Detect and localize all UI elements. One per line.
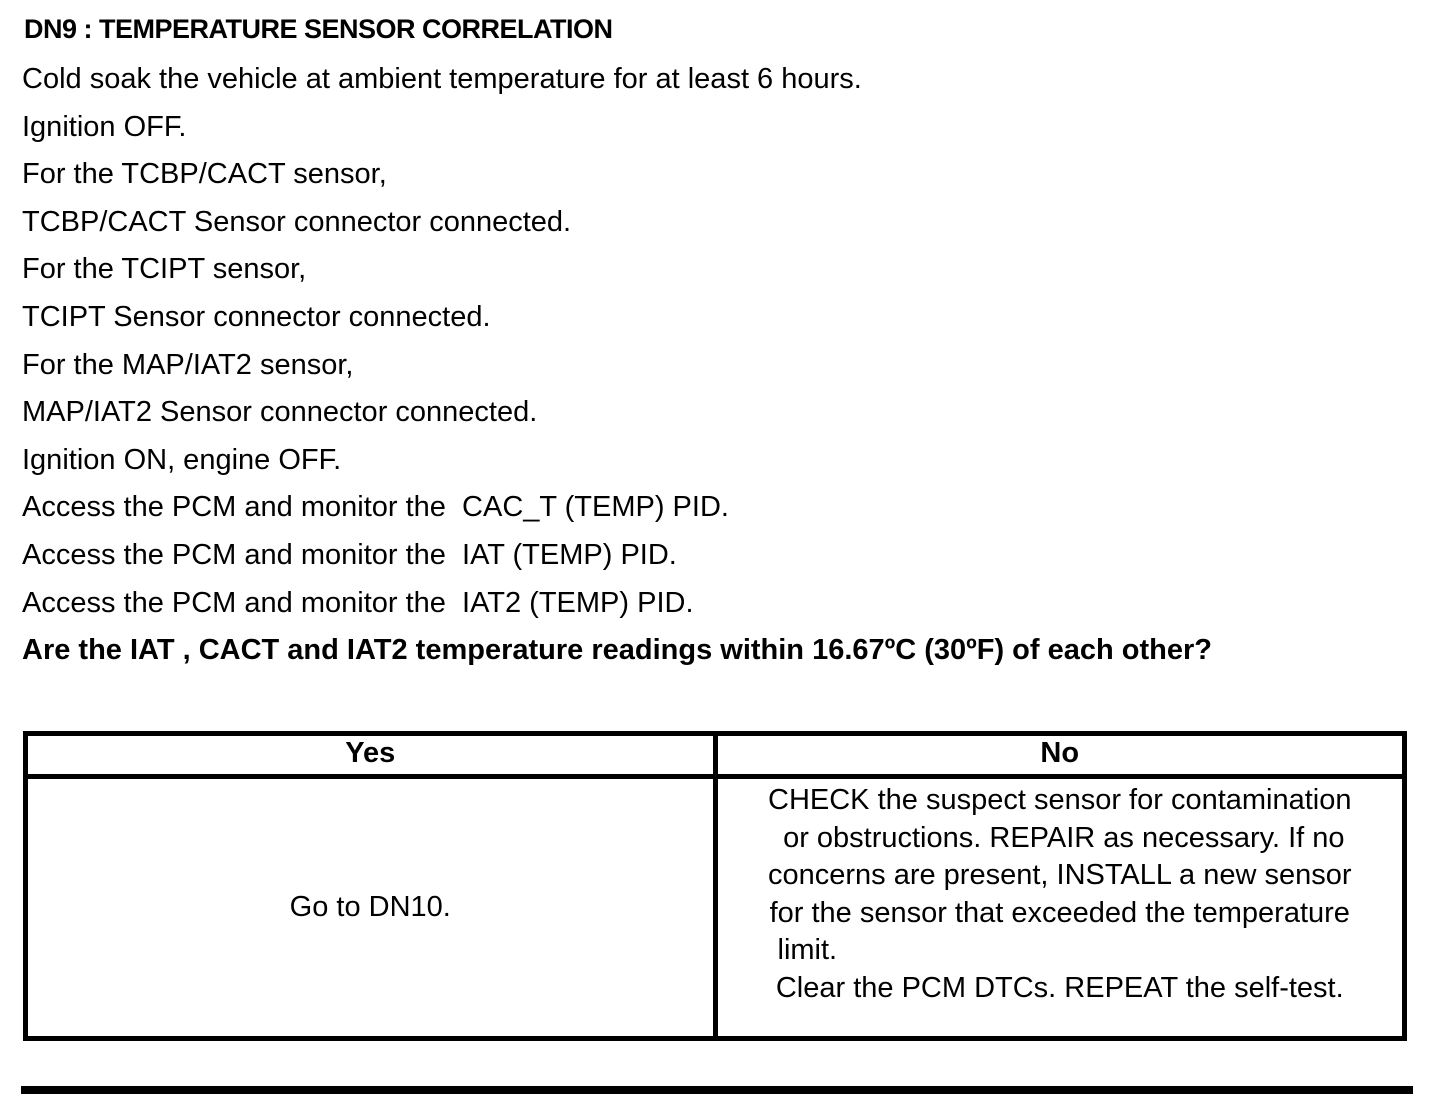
decision-table-body-row: Go to DN10. CHECK the suspect sensor for… [23, 774, 1407, 1041]
instruction-line: TCBP/CACT Sensor connector connected. [22, 205, 572, 238]
yes-action-cell: Go to DN10. [23, 774, 718, 1041]
instruction-line: Ignition OFF. [22, 110, 187, 143]
no-action-cell: CHECK the suspect sensor for contaminati… [712, 774, 1407, 1041]
instruction-line: Ignition ON, engine OFF. [22, 443, 342, 476]
instruction-line: For the TCIPT sensor, [22, 253, 307, 286]
no-column-header: No [712, 731, 1407, 779]
instruction-list: Cold soak the vehicle at ambient tempera… [22, 56, 1434, 675]
instruction-line: TCIPT Sensor connector connected. [22, 300, 491, 333]
instruction-line: Cold soak the vehicle at ambient tempera… [22, 63, 862, 95]
instruction-line: Access the PCM and monitor the IAT2 (TEM… [22, 586, 694, 619]
no-action-line: or obstructions. REPAIR as necessary. If… [775, 821, 1345, 854]
no-action-line: CHECK the suspect sensor for contaminati… [768, 784, 1352, 816]
page-title: DN9 : TEMPERATURE SENSOR CORRELATION [24, 14, 613, 44]
instruction-line: MAP/IAT2 Sensor connector connected. [22, 396, 538, 429]
instruction-line: For the TCBP/CACT sensor, [22, 158, 387, 191]
instruction-line: Access the PCM and monitor the CAC_T (TE… [22, 491, 729, 524]
no-action-line: limit. [777, 934, 838, 966]
no-action-line: concerns are present, INSTALL a new sens… [767, 859, 1352, 891]
instruction-line: For the MAP/IAT2 sensor, [22, 348, 354, 381]
no-action-line: Clear the PCM DTCs. REPEAT the self-test… [775, 971, 1344, 1004]
no-action-line: for the sensor that exceeded the tempera… [769, 896, 1350, 929]
instruction-line: Access the PCM and monitor the IAT (TEMP… [22, 538, 677, 571]
yes-column-header: Yes [23, 731, 718, 779]
decision-table: Yes No Go to DN10. CHECK the suspect sen… [23, 731, 1407, 1041]
bottom-horizontal-rule [21, 1086, 1413, 1094]
decision-table-header-row: Yes No [23, 731, 1407, 779]
question-text: Are the IAT , CACT and IAT2 temperature … [22, 634, 1212, 667]
